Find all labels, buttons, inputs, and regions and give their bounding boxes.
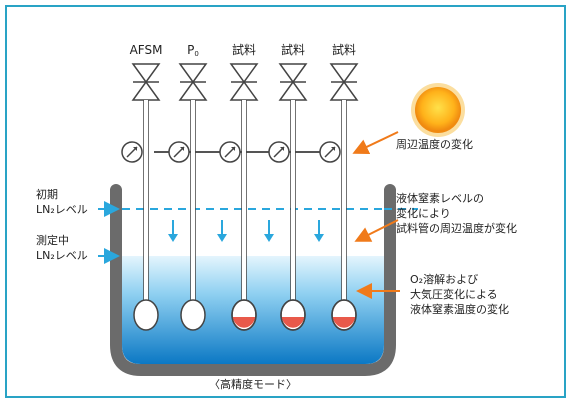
sun-icon (411, 83, 465, 137)
valve-label-afsm: AFSM (130, 43, 163, 57)
initial-level-label-1: 初期 (36, 187, 58, 201)
level-label-2: 変化により (396, 206, 451, 220)
pressure-gauge-icon (319, 141, 341, 163)
pressure-gauge-icon (121, 141, 143, 163)
pressure-gauge-icon (219, 141, 241, 163)
tube-1 (121, 63, 161, 331)
o2-label-2: 大気圧変化による (410, 287, 498, 301)
valve-label-sample-3: 試料 (332, 42, 356, 57)
valve-label-sample-1: 試料 (232, 42, 256, 57)
tube-3 (219, 63, 259, 331)
valve-label-sample-2: 試料 (281, 42, 305, 57)
level-label-3: 試料管の周辺温度が変化 (396, 221, 517, 235)
sample-tubes (121, 63, 359, 331)
mode-caption: 〈高精度モード〉 (209, 377, 297, 391)
ambient-arrow (352, 131, 399, 155)
o2-label-3: 液体窒素温度の変化 (410, 302, 509, 316)
initial-level-label-2: LN₂レベル (36, 203, 88, 216)
sample-bulb (133, 299, 159, 331)
tube-2 (168, 63, 208, 331)
tube-5 (319, 63, 359, 331)
level-label-1: 液体窒素レベルの (396, 191, 484, 205)
dewar-vessel (110, 184, 396, 376)
sample-fill (281, 317, 305, 328)
pressure-gauge-icon (168, 141, 190, 163)
sample-bulb (180, 299, 206, 331)
measuring-level-label-1: 測定中 (36, 233, 69, 247)
tube-4 (268, 63, 308, 331)
sample-fill (332, 317, 356, 328)
pressure-gauge-icon (268, 141, 290, 163)
down-arrow-icon (168, 220, 324, 242)
level-arrow (354, 219, 399, 242)
o2-label-1: O₂溶解および (410, 272, 478, 286)
valve-label-p0: P0 (187, 43, 199, 58)
sample-fill (232, 317, 256, 328)
ambient-label: 周辺温度の変化 (396, 137, 473, 151)
measuring-level-label-2: LN₂レベル (36, 249, 88, 262)
